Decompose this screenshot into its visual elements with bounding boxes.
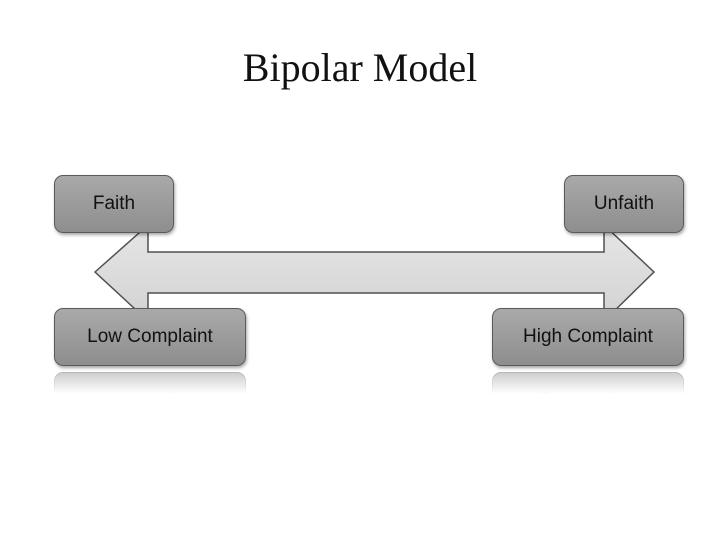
faith-label: Faith [92,193,136,214]
unfaith-label: Unfaith [593,193,655,214]
unfaith-box: Unfaith [564,175,684,233]
high-complaint-label: High Complaint [523,326,653,347]
high-complaint-box: High Complaint [492,308,684,366]
faith-box: Faith [54,175,174,233]
low-complaint-box: Low Complaint [54,308,246,366]
high-complaint-reflection: High Complaint [492,372,684,398]
bipolar-arrow-shape [93,223,656,323]
low-complaint-label: Low Complaint [87,326,213,347]
slide-title: Bipolar Model [242,45,478,90]
low-complaint-reflection: Low Complaint [54,372,246,398]
